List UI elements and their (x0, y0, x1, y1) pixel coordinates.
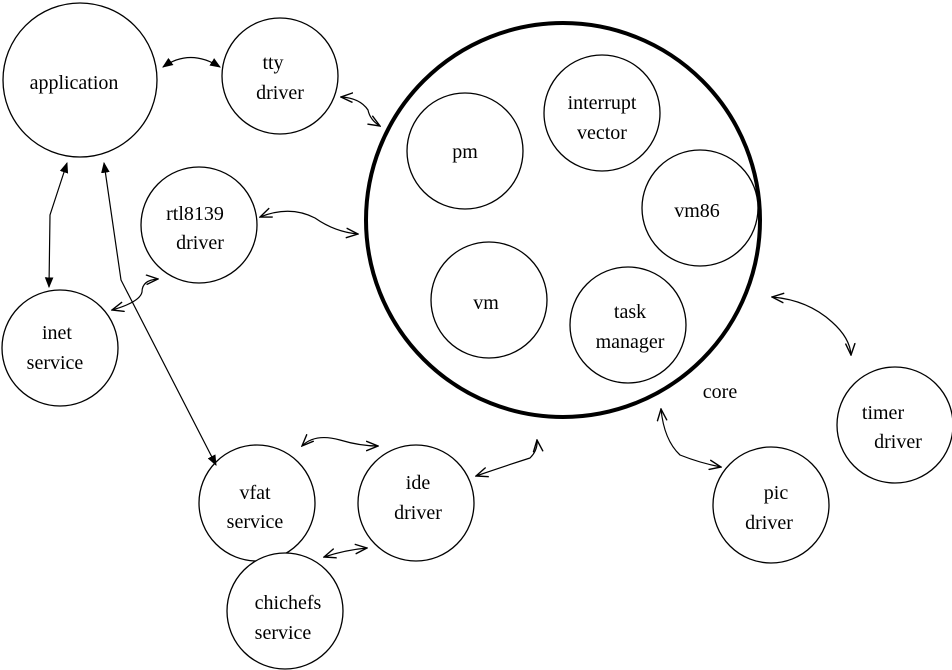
ide-label-line2: driver (394, 502, 442, 524)
core-group: core pm interrupt vector vm86 vm task ma… (364, 21, 762, 419)
interrupt-label-line1: interrupt (568, 92, 637, 114)
application-label: application (30, 72, 119, 94)
tty-label-line2: driver (256, 82, 304, 104)
edge-application-inet (44, 161, 69, 289)
node-tty-driver: tty driver (221, 17, 339, 135)
edge-ide-core (476, 440, 537, 476)
core-node-vm: vm (430, 241, 548, 359)
edge-rtl8139-core (260, 211, 358, 234)
node-timer-driver: timer driver (836, 366, 952, 484)
core-node-pm: pm (406, 92, 524, 210)
core-label: core (703, 381, 738, 403)
node-inet-service: inet service (1, 289, 119, 407)
edge-application-vfat (101, 161, 217, 466)
tty-label-line1: tty (262, 52, 283, 74)
node-pic-driver: pic driver (712, 446, 830, 564)
node-chichefs-service: chichefs service (226, 552, 344, 670)
chichefs-label-line1: chichefs (255, 592, 322, 614)
vfat-label-line1: vfat (239, 482, 271, 504)
node-application: application (2, 2, 158, 158)
core-node-vm86: vm86 (641, 149, 759, 267)
task-label-line2: manager (596, 331, 665, 353)
timer-label-line2: driver (874, 431, 922, 453)
edge-vfat-ide (302, 438, 378, 446)
edge-inet-rtl8139 (112, 279, 158, 310)
pic-label-line1: pic (764, 482, 789, 504)
chichefs-label-line2: service (255, 622, 312, 644)
timer-label-line1: timer (862, 402, 905, 424)
core-node-interrupt-vector: interrupt vector (543, 54, 661, 172)
rtl8139-label-line1: rtl8139 (166, 203, 224, 225)
edge-core-timer (772, 297, 851, 355)
task-label-line1: task (614, 301, 646, 323)
edge-application-tty (162, 57, 221, 68)
core-node-task-manager: task manager (569, 266, 687, 384)
pm-label: pm (452, 141, 478, 163)
node-ide-driver: ide driver (357, 444, 475, 562)
edge-core-pic (661, 409, 721, 467)
edge-tty-core (341, 97, 380, 126)
vm-label: vm (473, 292, 499, 314)
rtl8139-label-line2: driver (176, 232, 224, 254)
ide-label-line1: ide (406, 472, 431, 494)
pic-label-line2: driver (745, 512, 793, 534)
vfat-label-line2: service (227, 511, 284, 533)
node-vfat-service: vfat service (198, 444, 316, 562)
interrupt-label-line2: vector (577, 122, 627, 144)
edge-chichefs-ide (324, 548, 367, 557)
vm86-label: vm86 (674, 200, 720, 222)
inet-label-line2: service (27, 352, 84, 374)
node-rtl8139-driver: rtl8139 driver (140, 166, 258, 284)
inet-label-line1: inet (42, 322, 72, 344)
